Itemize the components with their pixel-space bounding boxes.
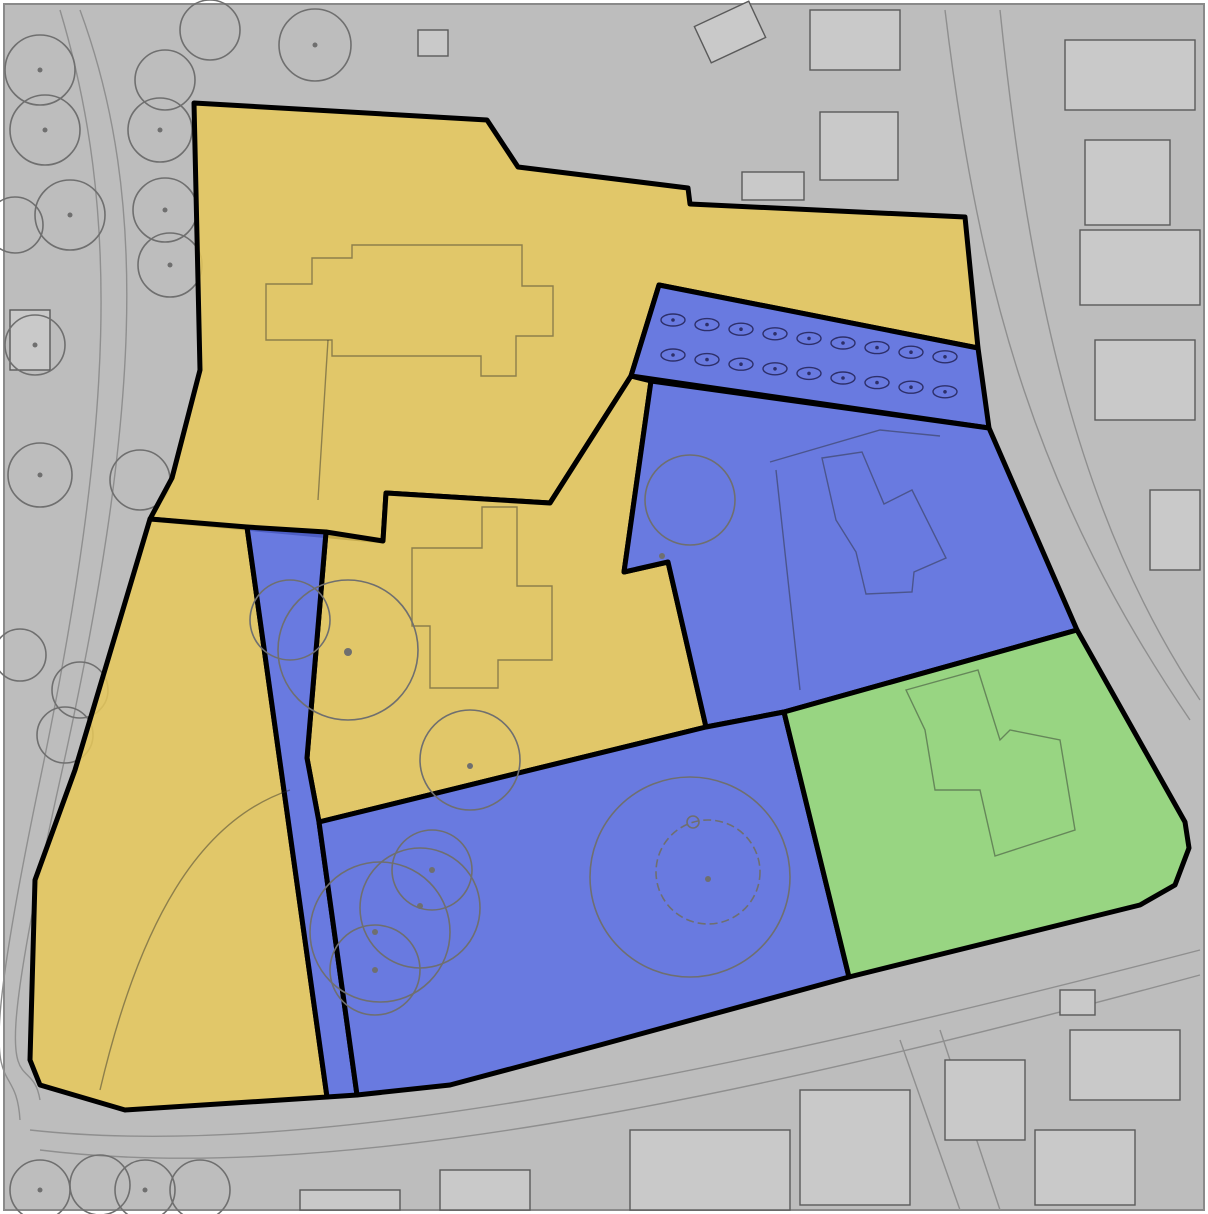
tree-canopy-icon (9, 94, 81, 166)
tree-canopy-icon (69, 1154, 131, 1214)
parcels (27, 100, 1192, 1113)
tree-trunk-dot (807, 336, 811, 341)
tree-canopy-icon (660, 313, 686, 327)
tree-trunk-dot (705, 357, 709, 362)
tree-canopy-icon (796, 366, 822, 381)
parcel-trees (249, 454, 791, 1016)
building-footprint-icon (1069, 1029, 1181, 1101)
tree-canopy-icon (728, 357, 754, 371)
tree-canopy-icon (796, 331, 822, 346)
building-footprint-icon (629, 1129, 791, 1211)
building-footprint-icon (299, 1189, 401, 1211)
building-footprint-icon (693, 0, 767, 64)
building-footprint-icon (1064, 39, 1196, 111)
building-footprint-icon (439, 1169, 531, 1211)
tree-trunk-dot (875, 345, 879, 350)
tree-canopy-icon (277, 579, 419, 721)
tree-trunk-dot (671, 353, 675, 357)
tree-canopy-icon (4, 34, 76, 106)
tree-canopy-icon (278, 8, 352, 82)
building-footprint-icon (809, 9, 901, 71)
tree-canopy-icon (655, 819, 761, 925)
building-footprint-icon (905, 669, 1076, 857)
tree-trunk-dot (773, 367, 777, 371)
tree-trunk-dot (807, 371, 811, 376)
tree-trunk-dot (943, 355, 947, 359)
tree-canopy-icon (34, 179, 106, 251)
tree-trunk-dot (739, 327, 743, 332)
building-footprint-icon (819, 111, 899, 181)
parking-row-markers (660, 313, 958, 399)
path-line (99, 789, 291, 1091)
tree-trunk-dot (909, 350, 913, 355)
tree-trunk-dot (739, 362, 743, 367)
tree-canopy-icon (114, 1159, 176, 1214)
tree-canopy-icon (660, 348, 686, 362)
tree-canopy-icon (309, 861, 451, 1003)
tree-canopy-icon (419, 709, 521, 811)
street-trees (0, 0, 352, 1214)
building-footprint-icon (417, 29, 449, 57)
tree-trunk-dot (875, 380, 879, 385)
tree-canopy-icon (830, 336, 856, 350)
parcel-southeast-green (781, 627, 1192, 980)
path-line (769, 429, 941, 463)
building-outlines (99, 244, 1076, 1091)
tree-canopy-icon (0, 628, 47, 682)
tree-canopy-icon (898, 345, 924, 359)
building-footprint-icon (411, 506, 553, 689)
tree-canopy-icon (127, 97, 193, 163)
tree-trunk-dot (909, 385, 913, 390)
tree-canopy-icon (391, 829, 473, 911)
tree-canopy-icon (932, 385, 958, 399)
tree-trunk-dot (841, 376, 845, 380)
tree-canopy-icon (0, 196, 44, 254)
tree-canopy-icon (249, 579, 331, 661)
building-footprint-icon (799, 1089, 911, 1206)
building-footprint-icon (9, 309, 51, 371)
building-footprint-icon (741, 171, 805, 201)
tree-canopy-icon (762, 327, 788, 341)
building-footprint-icon (1079, 229, 1201, 306)
tree-canopy-icon (932, 350, 958, 364)
tree-canopy-icon (830, 371, 856, 385)
path-line (775, 469, 801, 691)
tree-canopy-icon (694, 317, 720, 332)
tree-trunk-dot (943, 390, 947, 394)
tree-canopy-icon (134, 49, 196, 111)
tree-trunk-dot (671, 318, 675, 322)
tree-trunk-dot (705, 322, 709, 327)
tree-canopy-icon (179, 0, 241, 61)
tree-canopy-icon (7, 442, 73, 508)
tree-canopy-icon (644, 454, 736, 559)
parcel-south-blue (316, 709, 852, 1098)
tree-canopy-icon (864, 375, 890, 390)
tree-canopy-icon (4, 314, 66, 376)
tree-canopy-icon (169, 1159, 231, 1214)
tree-canopy-icon (864, 340, 890, 355)
building-footprint-icon (1094, 339, 1196, 421)
tree-trunk-dot (841, 341, 845, 345)
tree-canopy-icon (694, 352, 720, 367)
tree-canopy-icon (589, 776, 791, 978)
path-line (317, 339, 329, 501)
surrounding-buildings (9, 0, 1201, 1211)
building-footprint-icon (265, 244, 554, 377)
building-footprint-icon (1084, 139, 1171, 226)
building-footprint-icon (944, 1059, 1026, 1141)
building-footprint-icon (1149, 489, 1201, 571)
tree-canopy-icon (728, 322, 754, 336)
tree-canopy-icon (762, 362, 788, 376)
building-footprint-icon (1034, 1129, 1136, 1206)
building-footprint-icon (1059, 989, 1096, 1016)
building-footprint-icon (821, 451, 947, 595)
tree-canopy-icon (898, 380, 924, 394)
tree-trunk-dot (773, 332, 777, 336)
tree-canopy-icon (329, 924, 421, 1016)
